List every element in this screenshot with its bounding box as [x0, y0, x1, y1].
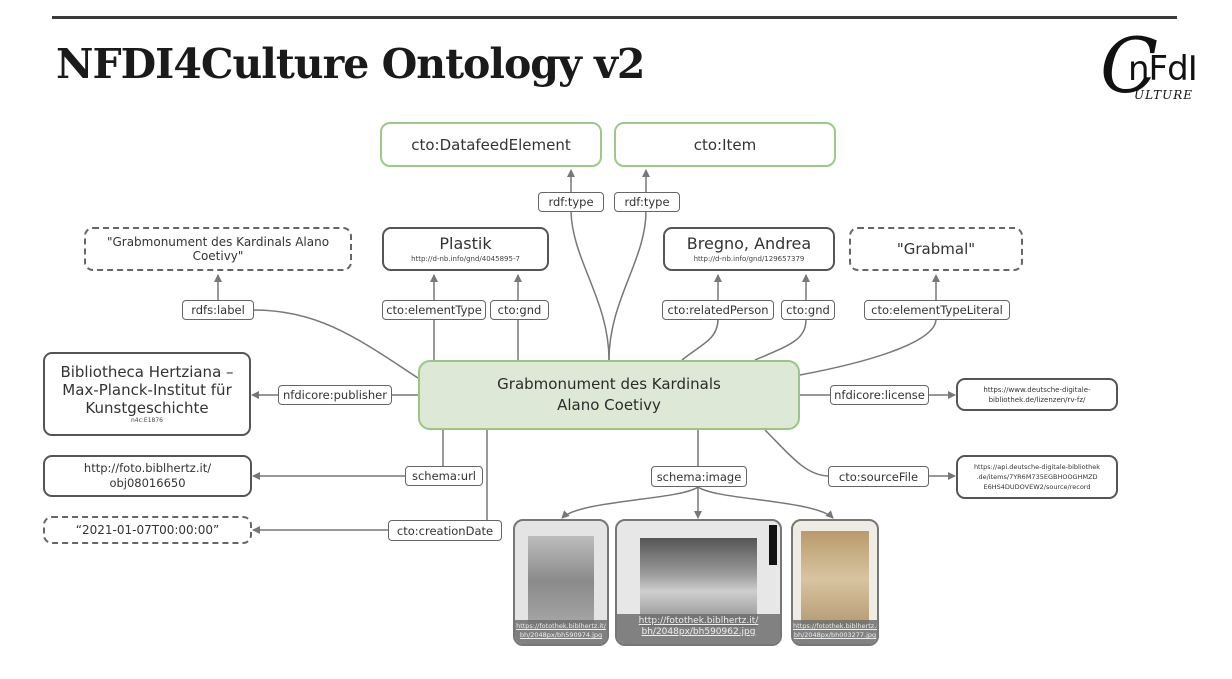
prop-publisher: nfdicore:publisher	[278, 385, 392, 405]
center-entity: Grabmonument des Kardinals Alano Coetivy	[418, 360, 800, 430]
edge-center-to-rdfs-label	[253, 309, 419, 379]
image-caption[interactable]: http://fotothek.biblhertz.it/ bh/2048px/…	[617, 614, 780, 644]
publisher-line2: Max-Planck-Institut für	[62, 381, 232, 399]
edge-center-to-rdf-type-2	[608, 210, 647, 361]
nfdi4culture-logo: C nFdI ULTURE	[1100, 28, 1220, 114]
class-label: cto:DatafeedElement	[411, 135, 571, 154]
class-label: cto:Item	[693, 135, 757, 154]
prop-image: schema:image	[651, 466, 747, 487]
image-caption[interactable]: https://fotothek.biblhertz.it/ bh/2048px…	[515, 620, 607, 644]
slide-title: NFDI4Culture Ontology v2	[56, 40, 645, 88]
logo-letters: nFdI	[1128, 49, 1198, 89]
top-rule	[52, 16, 1177, 19]
url-line1: http://foto.biblhertz.it/	[83, 461, 212, 475]
resource-plastik: Plastik http://d-nb.info/gnd/4045895-7	[382, 227, 549, 271]
prop-gnd-1: cto:gnd	[490, 300, 549, 320]
publisher-line3: Kunstgeschichte	[85, 399, 209, 417]
edge-center-to-source-file	[764, 429, 829, 477]
sculpture-photo	[527, 535, 595, 627]
source-line2: .de/items/7YR6M735EGBHOOGHMZD	[976, 473, 1098, 481]
prop-element-type-literal: cto:elementTypeLiteral	[864, 300, 1010, 320]
resource-uri: http://d-nb.info/gnd/129657379	[693, 255, 805, 263]
prop-gnd-2: cto:gnd	[781, 300, 835, 320]
center-line1: Grabmonument des Kardinals	[497, 375, 721, 393]
caption-line1: https://fotothek.biblhertz.it/	[793, 622, 879, 630]
monument-photo	[801, 530, 869, 627]
literal-label: "Grabmonument des Kardinals Alano Coetiv…	[84, 227, 352, 271]
caption-line2: bh/2048px/bh590974.jpg	[519, 631, 603, 639]
edge-image-to-img3	[697, 486, 834, 519]
resource-license: https://www.deutsche-digitale- bibliothe…	[956, 378, 1118, 411]
caption-line2: bh/2048px/bh003277.jpg	[793, 631, 877, 639]
image-thumbnail[interactable]: http://fotothek.biblhertz.it/ bh/2048px/…	[615, 519, 782, 646]
class-item: cto:Item	[614, 122, 836, 167]
prop-element-type: cto:elementType	[382, 300, 486, 320]
prop-rdf-type-1: rdf:type	[538, 192, 604, 212]
resource-source-file: https://api.deutsche-digitale-bibliothek…	[956, 455, 1118, 499]
prop-url: schema:url	[405, 466, 483, 486]
resource-url: http://foto.biblhertz.it/ obj08016650	[43, 455, 252, 497]
publisher-line1: Bibliotheca Hertziana –	[60, 363, 234, 381]
source-line1: https://api.deutsche-digitale-bibliothek	[973, 463, 1101, 471]
prop-rdfs-label: rdfs:label	[182, 300, 254, 320]
caption-line1: https://fotothek.biblhertz.it/	[516, 622, 606, 630]
class-datafeed-element: cto:DatafeedElement	[380, 122, 602, 167]
edge-center-to-gnd2	[754, 318, 807, 361]
center-line2: Alano Coetivy	[557, 396, 661, 414]
source-line3: E6HS4DUDOVEW2/source/record	[983, 483, 1091, 491]
image-caption[interactable]: https://fotothek.biblhertz.it/ bh/2048px…	[793, 620, 877, 644]
prop-rdf-type-2: rdf:type	[614, 192, 680, 212]
resource-label: Bregno, Andrea	[686, 234, 812, 253]
caption-line1: http://fotothek.biblhertz.it/	[638, 616, 759, 626]
literal-text: "Grabmal"	[896, 240, 976, 258]
resource-label: Plastik	[439, 234, 492, 253]
edge-center-to-rdf-type-1	[570, 210, 610, 361]
tomb-photo	[639, 538, 758, 627]
prop-source-file: cto:sourceFile	[828, 466, 929, 487]
edge-image-to-img1	[561, 486, 699, 519]
literal-grabmal: "Grabmal"	[849, 227, 1023, 271]
license-line2: bibliothek.de/lizenzen/rv-fz/	[988, 395, 1086, 404]
image-thumbnail[interactable]: https://fotothek.biblhertz.it/ bh/2048px…	[791, 519, 879, 646]
prop-related-person: cto:relatedPerson	[662, 300, 774, 320]
resource-bregno: Bregno, Andrea http://d-nb.info/gnd/1296…	[663, 227, 835, 271]
literal-text: "Grabmonument des Kardinals Alano Coetiv…	[106, 235, 330, 263]
literal-creation-date: “2021-01-07T00:00:00”	[43, 516, 252, 544]
edge-center-to-related-person	[681, 318, 719, 361]
scale-bar	[769, 525, 777, 565]
image-thumbnail[interactable]: https://fotothek.biblhertz.it/ bh/2048px…	[513, 519, 609, 646]
edge-center-to-type-literal	[799, 318, 937, 376]
resource-uri: http://d-nb.info/gnd/4045895-7	[411, 255, 520, 263]
logo-subtitle: ULTURE	[1134, 88, 1194, 102]
caption-line2: bh/2048px/bh590962.jpg	[641, 627, 756, 637]
publisher-id: n4c:E1876	[130, 417, 163, 424]
url-line2: obj08016650	[109, 476, 186, 490]
license-line1: https://www.deutsche-digitale-	[983, 385, 1091, 394]
literal-text: “2021-01-07T00:00:00”	[75, 523, 220, 537]
prop-license: nfdicore:license	[830, 385, 929, 405]
prop-creation-date: cto:creationDate	[388, 520, 502, 541]
resource-publisher: Bibliotheca Hertziana – Max-Planck-Insti…	[43, 352, 251, 436]
logo-big-letter: C	[1100, 21, 1159, 110]
